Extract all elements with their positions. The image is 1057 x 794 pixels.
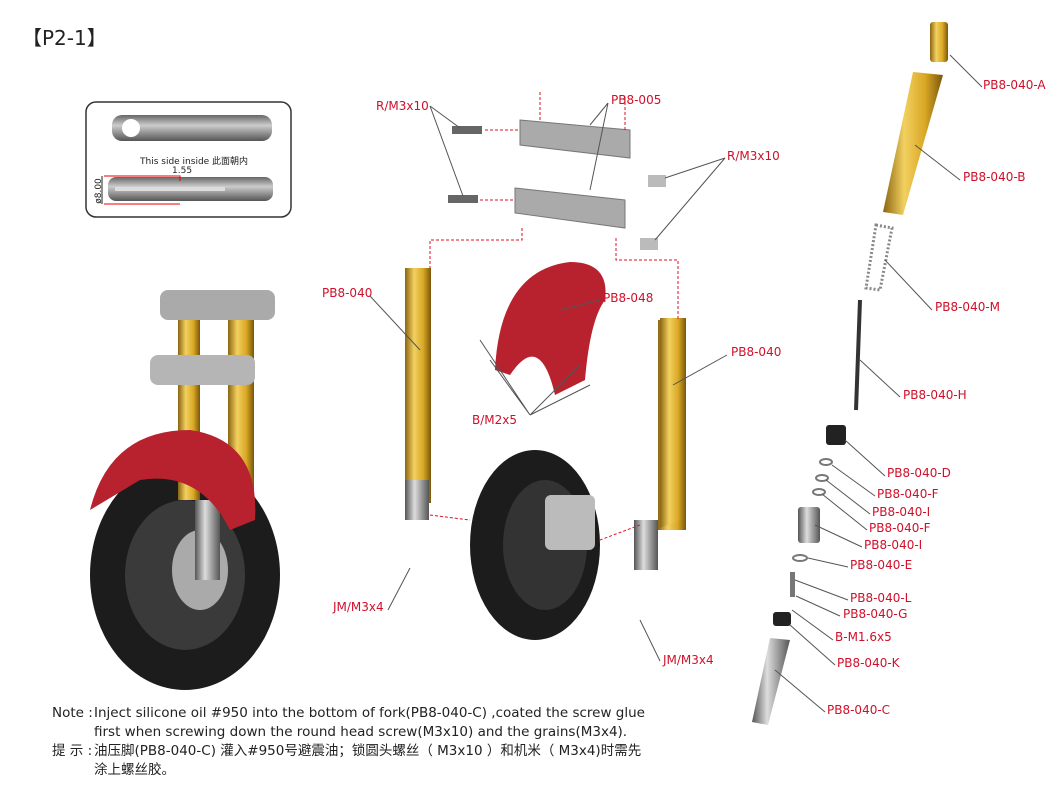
- page-title: 【P2-1】: [22, 26, 107, 50]
- part-label: PB8-040-G: [843, 607, 908, 621]
- inset-caption: This side inside 此面朝内: [140, 157, 249, 167]
- label-triple-clamp: PB8-005: [611, 93, 662, 107]
- note-en-line1: Inject silicone oil #950 into the bottom…: [94, 705, 645, 721]
- label-fork-left: PB8-040: [322, 286, 373, 300]
- wheel-part: [470, 450, 600, 640]
- part-label: PB8-040-D: [887, 466, 951, 480]
- part-label: PB8-040-F: [877, 487, 939, 501]
- triple-clamps: [448, 119, 666, 250]
- part-label: PB8-040-L: [850, 591, 912, 605]
- part-label: PB8-040-F: [869, 521, 931, 535]
- note-zh-key: 提 示 :: [52, 743, 93, 759]
- note-zh-line1: 油压脚(PB8-040-C) 灌入#950号避震油；锁圆头螺丝（ M3x10 ）…: [94, 743, 642, 759]
- label-fork-right: PB8-040: [731, 345, 782, 359]
- leader-lines: [369, 54, 983, 713]
- exploded-fork-components: [752, 22, 948, 725]
- label-grain-left: JM/M3x4: [333, 600, 384, 614]
- inset-dimension-depth: 1.55: [172, 166, 193, 176]
- part-label: PB8-040-I: [872, 505, 931, 519]
- inset-dimension-diameter: ø8.00: [93, 178, 104, 204]
- part-label: PB8-040-C: [827, 703, 891, 717]
- part-label: PB8-040-K: [837, 656, 900, 670]
- part-label: PB8-040-I: [864, 538, 923, 552]
- part-label: PB8-040-A: [983, 78, 1046, 92]
- part-label: B-M1.6x5: [835, 630, 892, 644]
- label-grain-right: JM/M3x4: [663, 653, 714, 667]
- label-screw-left-top: R/M3x10: [376, 99, 429, 113]
- note-zh-line2: 涂上螺丝胶。: [94, 762, 175, 778]
- fender-part: [495, 262, 606, 395]
- label-screw-right-top: R/M3x10: [727, 149, 780, 163]
- label-fender: PB8-048: [603, 291, 654, 305]
- part-label: PB8-040-E: [850, 558, 913, 572]
- note-en-line2: first when screwing down the round head …: [94, 724, 628, 740]
- assembly-note: Note :Inject silicone oil #950 into the …: [52, 704, 645, 780]
- part-label: PB8-040-H: [903, 388, 967, 402]
- part-label: PB8-040-M: [935, 300, 1001, 314]
- assembled-fork-illustration: [90, 290, 280, 690]
- label-fender-screws: B/M2x5: [472, 413, 517, 427]
- part-label: PB8-040-B: [963, 170, 1026, 184]
- fork-tubes: [405, 268, 686, 570]
- note-en-key: Note :: [52, 705, 93, 721]
- assembly-path-lines: [429, 90, 679, 541]
- detail-inset: [85, 101, 292, 218]
